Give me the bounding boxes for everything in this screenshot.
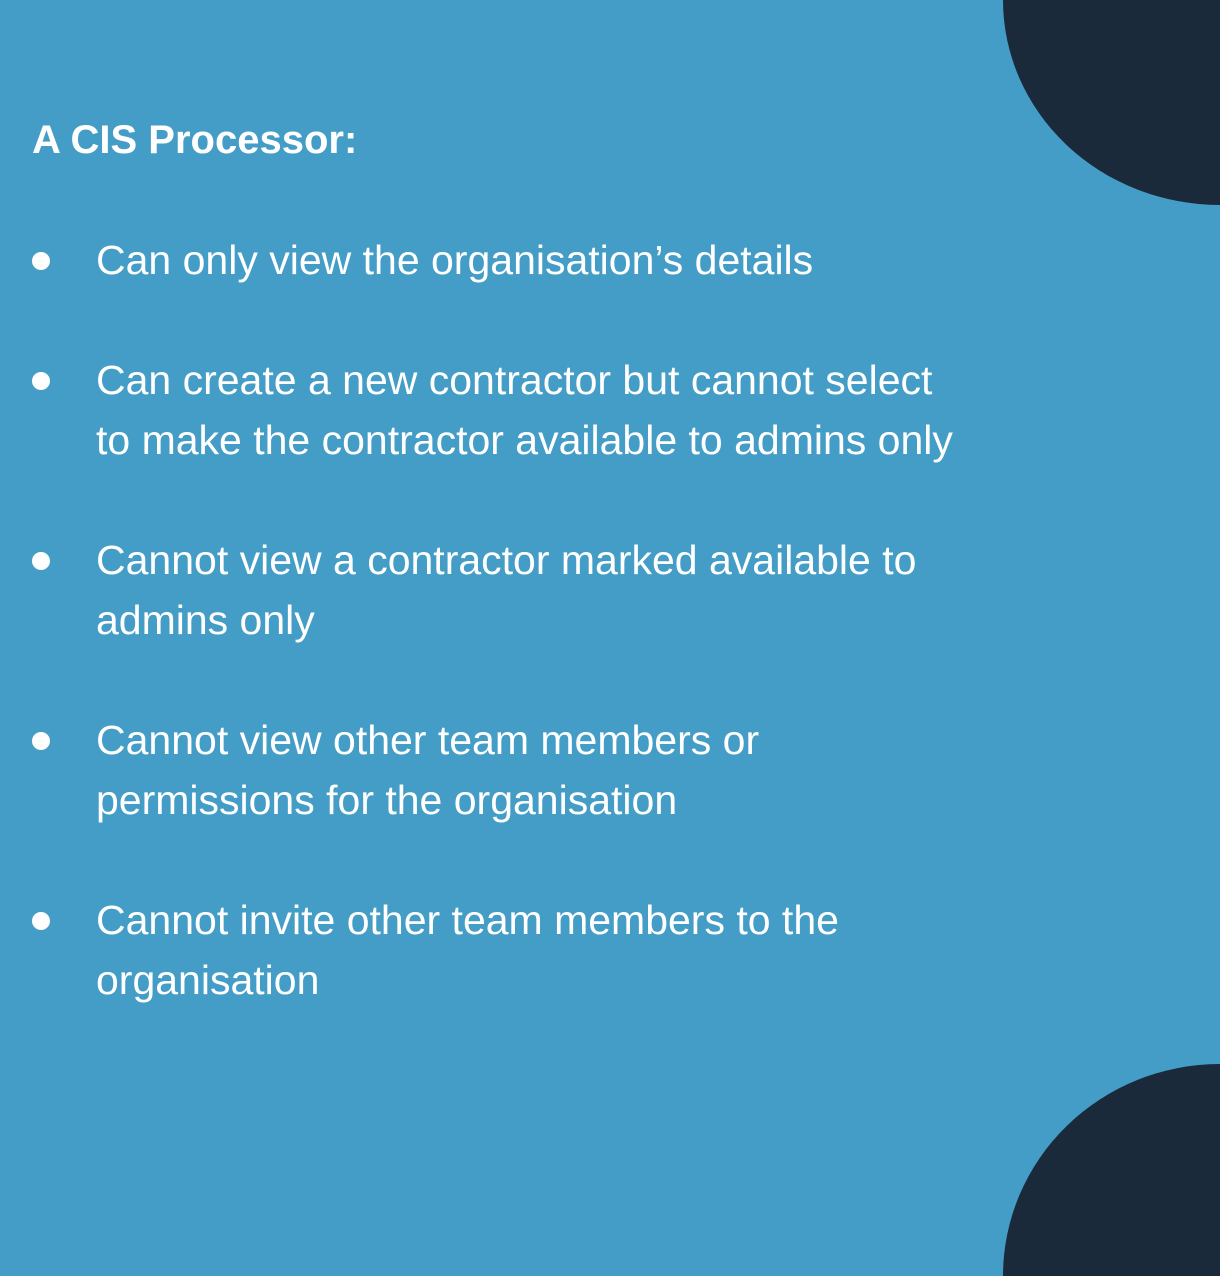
permissions-list: Can only view the organisation’s details… <box>0 230 960 1070</box>
list-item-text: Cannot view a contractor marked availabl… <box>96 537 917 643</box>
list-item-text: Cannot view other team members or permis… <box>96 717 760 823</box>
bullet-icon <box>32 372 50 390</box>
decorative-circle-top-right <box>1003 0 1220 205</box>
slide-title: A CIS Processor: <box>32 118 358 162</box>
list-item-text: Can create a new contractor but cannot s… <box>96 357 953 463</box>
list-item: Cannot view a contractor marked availabl… <box>0 530 960 650</box>
decorative-circle-bottom-right <box>1003 1064 1220 1276</box>
list-item: Can only view the organisation’s details <box>0 230 960 290</box>
list-item-text: Can only view the organisation’s details <box>96 237 814 283</box>
list-item: Cannot view other team members or permis… <box>0 710 960 830</box>
bullet-icon <box>32 552 50 570</box>
bullet-icon <box>32 912 50 930</box>
list-item: Cannot invite other team members to the … <box>0 890 960 1010</box>
list-item: Can create a new contractor but cannot s… <box>0 350 960 470</box>
bullet-icon <box>32 732 50 750</box>
bullet-icon <box>32 252 50 270</box>
list-item-text: Cannot invite other team members to the … <box>96 897 839 1003</box>
